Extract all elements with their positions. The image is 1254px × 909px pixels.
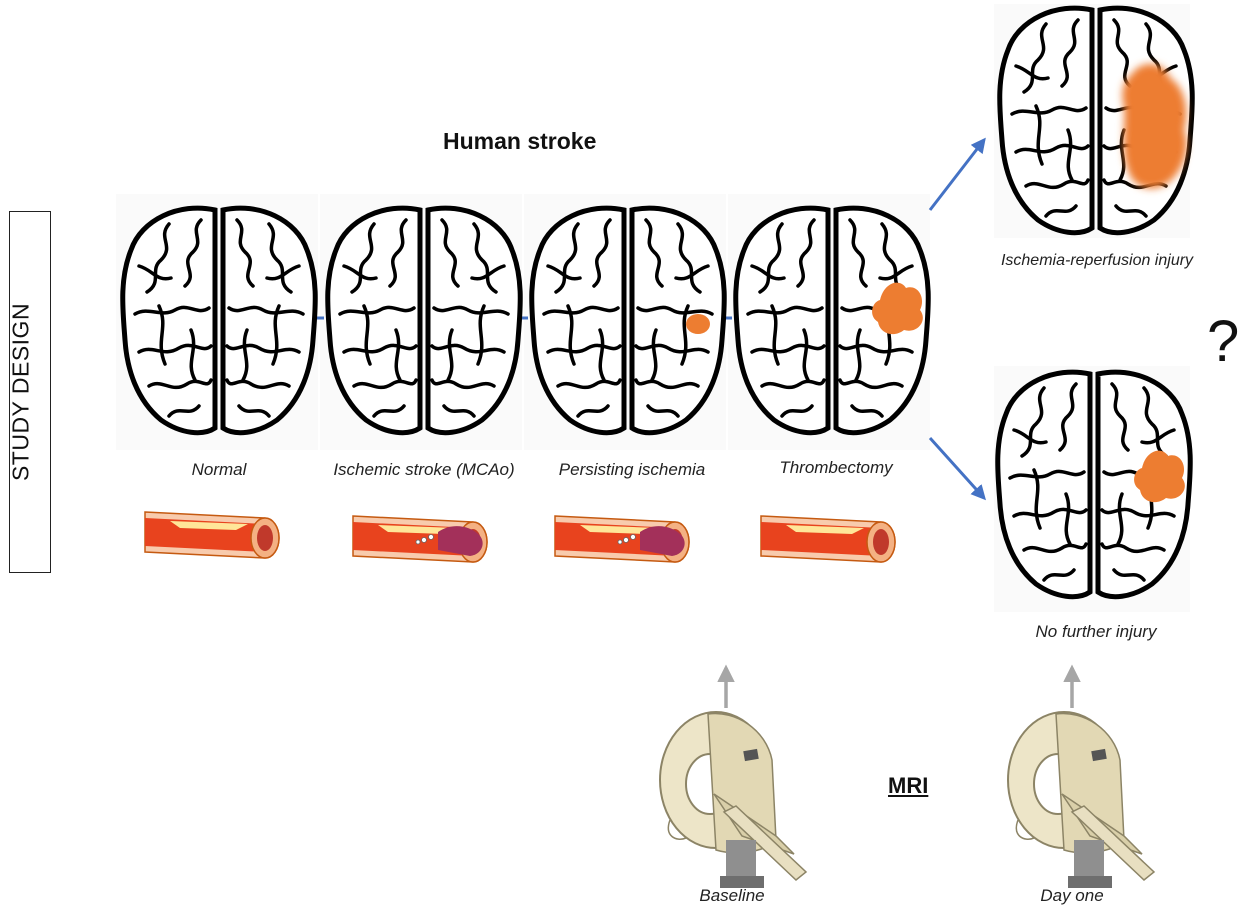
outcome-label-reperfusion: Ischemia-reperfusion injury (1001, 252, 1193, 270)
mri-scanner-dayone (1008, 712, 1154, 888)
stage-label-normal: Normal (192, 460, 247, 480)
vessel-reopened (761, 516, 895, 562)
outcome-label-no-further-injury: No further injury (1036, 622, 1157, 642)
timepoint-baseline: Baseline (699, 886, 764, 906)
stage-label-persisting-ischemia: Persisting ischemia (559, 460, 705, 480)
stage-label-ischemic-stroke: Ischemic stroke (MCAo) (333, 460, 514, 480)
question-mark: ? (1207, 308, 1239, 375)
stage-label-thrombectomy: Thrombectomy (779, 458, 892, 478)
arrow-to-no-further-injury (930, 438, 984, 498)
arrow-to-reperfusion-injury (930, 140, 984, 210)
vessel-normal (145, 512, 279, 558)
mri-title: MRI (888, 773, 928, 799)
timepoint-day-one: Day one (1040, 886, 1103, 906)
lesion-small (686, 314, 710, 334)
diagram-title: Human stroke (443, 128, 596, 155)
study-design-label: STUDY DESIGN (8, 303, 35, 481)
mri-scanner-baseline (660, 712, 806, 888)
